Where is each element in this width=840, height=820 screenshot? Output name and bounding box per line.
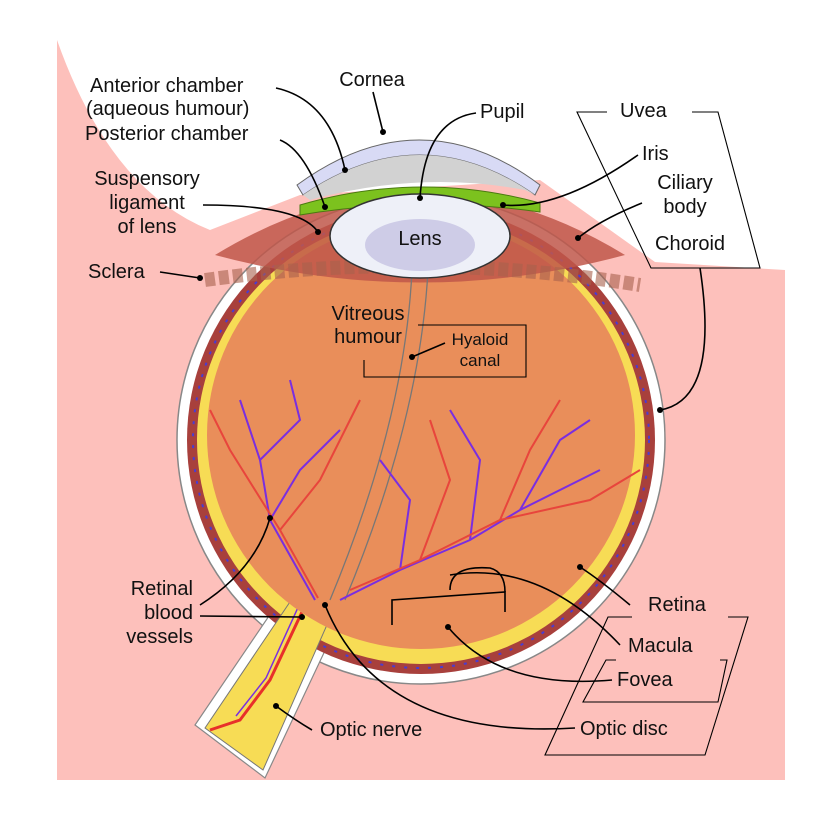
leader-lines	[159, 87, 706, 731]
label-macula: Macula	[628, 635, 693, 657]
label-suspensory-2: ligament	[109, 192, 185, 214]
label-pupil: Pupil	[480, 101, 524, 123]
label-suspensory-1: Suspensory	[94, 168, 200, 190]
label-optic-disc: Optic disc	[580, 718, 668, 740]
label-canal: canal	[460, 351, 501, 370]
label-vessels: vessels	[126, 626, 193, 648]
label-optic-nerve: Optic nerve	[320, 719, 422, 741]
central-retinal-vein	[235, 591, 306, 717]
label-uvea: Uvea	[620, 100, 668, 122]
central-retinal-artery	[209, 594, 312, 732]
label-anterior-chamber: Anterior chamber	[90, 75, 244, 97]
hyaloid-canal	[329, 269, 429, 601]
hyaloid-box	[363, 324, 527, 378]
label-vitreous: Vitreous	[331, 303, 404, 325]
macula-arrow-top	[449, 566, 506, 593]
uvea-bracket	[576, 111, 761, 269]
vitreous-body	[207, 221, 635, 649]
retina-bracket	[544, 616, 749, 756]
choroid-dots	[192, 211, 650, 669]
label-retinal: Retinal	[131, 578, 193, 600]
label-choroid: Choroid	[655, 233, 725, 255]
label-cornea: Cornea	[339, 69, 405, 91]
label-suspensory-3: of lens	[118, 216, 177, 238]
label-fovea: Fovea	[617, 669, 673, 691]
label-sclera: Sclera	[88, 261, 146, 283]
label-ciliary: Ciliary	[657, 172, 713, 194]
label-blood: blood	[144, 602, 193, 624]
label-aqueous-humour: (aqueous humour)	[86, 98, 249, 120]
anterior-chamber	[303, 155, 535, 200]
label-hyaloid: Hyaloid	[452, 330, 509, 349]
label-retina: Retina	[648, 594, 707, 616]
macula-bracket	[582, 659, 728, 703]
retinal-blood-vessels	[209, 379, 641, 601]
label-humour: humour	[334, 326, 402, 348]
label-body: body	[663, 196, 706, 218]
label-posterior-chamber: Posterior chamber	[85, 123, 249, 145]
lens-nucleus	[365, 219, 475, 271]
label-lens: Lens	[398, 228, 441, 250]
macula-arrow	[391, 591, 506, 625]
label-iris: Iris	[642, 143, 669, 165]
